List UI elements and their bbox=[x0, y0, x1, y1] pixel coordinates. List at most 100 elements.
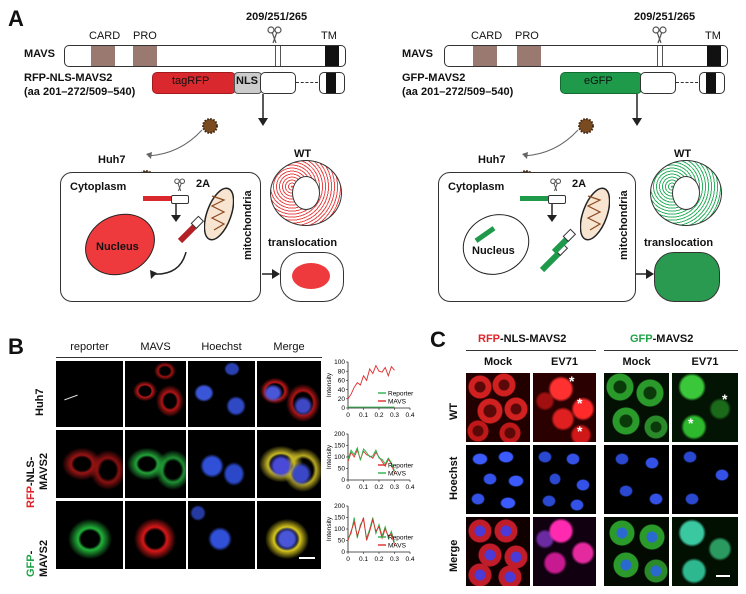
micrograph-rfp-mavs bbox=[125, 430, 186, 498]
micrograph-huh7-reporter bbox=[56, 361, 123, 427]
y-tick-label: 100 bbox=[334, 359, 345, 366]
card-domain bbox=[91, 46, 115, 66]
x-tick-label: 0.2 bbox=[374, 556, 383, 563]
row-label-huh7: Huh7 bbox=[34, 388, 46, 417]
panel-label-b: B bbox=[8, 334, 24, 359]
arrow-down-icon bbox=[547, 204, 557, 222]
series-line-mavs bbox=[347, 446, 395, 471]
micrograph-rfp-merge bbox=[257, 430, 321, 498]
arrow-down-icon bbox=[632, 94, 642, 126]
row-label-merge: Merge bbox=[448, 539, 460, 572]
col-header-ev71-gfp: EV71 bbox=[691, 356, 719, 368]
cleavage-site-lines bbox=[657, 46, 663, 66]
y-tick-label: 200 bbox=[334, 431, 345, 438]
micrograph-gfp-ev71-hoechst bbox=[672, 445, 738, 514]
col-header-mock-rfp: Mock bbox=[483, 356, 513, 368]
panel-a-left: CARD PRO 209/251/265 TM MAVS RFP-NLS-MAV… bbox=[0, 0, 373, 330]
cleavage-site-label: 209/251/265 bbox=[634, 11, 696, 23]
curved-arrow-icon bbox=[150, 251, 187, 279]
series-line-mavs bbox=[347, 364, 395, 400]
cell-line-label: Huh7 bbox=[478, 154, 506, 166]
wt-label: WT bbox=[294, 148, 312, 160]
y-tick-label: 40 bbox=[338, 387, 346, 394]
row-label-gfp-mavs2: GFP- bbox=[25, 550, 37, 577]
nucleus-label: Nucleus bbox=[472, 245, 515, 257]
asterisk-marker: * bbox=[577, 395, 583, 411]
pro-domain-label: PRO bbox=[133, 30, 157, 42]
y-tick-label: 100 bbox=[334, 454, 345, 461]
asterisk-marker: * bbox=[569, 373, 575, 389]
cleave-label: 2A bbox=[196, 178, 211, 190]
card-domain-label: CARD bbox=[89, 30, 121, 42]
y-tick-label: 150 bbox=[334, 515, 345, 522]
tm-domain bbox=[325, 46, 339, 66]
col-header-ev71-rfp: EV71 bbox=[551, 356, 578, 368]
micrograph-gfp-mock-hoechst bbox=[604, 445, 669, 514]
pro-domain-label: PRO bbox=[515, 30, 539, 42]
arrow-right-icon bbox=[636, 269, 654, 279]
dashed-linker bbox=[676, 82, 698, 83]
tm-block bbox=[319, 72, 345, 94]
micrograph-gfp-ev71-wt: * * bbox=[672, 373, 738, 442]
fp-label: tagRFP bbox=[172, 75, 210, 87]
arrow-down-icon bbox=[171, 204, 181, 222]
panel-label-c: C bbox=[430, 327, 446, 352]
col-header-reporter: reporter bbox=[70, 341, 109, 353]
mavs-bar bbox=[64, 45, 346, 67]
micrograph-gfp-ev71-merge bbox=[672, 517, 738, 586]
x-tick-label: 0.3 bbox=[390, 484, 399, 491]
curved-arrow-icon bbox=[522, 129, 579, 159]
construct-tail bbox=[171, 195, 189, 204]
card-domain bbox=[473, 46, 497, 66]
row-label-wt: WT bbox=[448, 402, 460, 420]
released-fragment bbox=[539, 228, 577, 273]
scale-bar bbox=[716, 575, 730, 577]
tm-domain-label: TM bbox=[321, 30, 337, 42]
linker-block bbox=[640, 72, 676, 94]
cell-line-label: Huh7 bbox=[98, 154, 126, 166]
wt-cell-nucleus bbox=[672, 176, 700, 210]
micrograph-rfp-ev71-wt: * * * bbox=[533, 373, 596, 442]
col-header-hoechst: Hoechst bbox=[201, 341, 242, 353]
series-line-reporter bbox=[347, 448, 395, 474]
wt-cell-nucleus bbox=[292, 176, 320, 210]
legend-label: MAVS bbox=[388, 398, 407, 405]
tm-domain bbox=[707, 46, 721, 66]
scissors-icon bbox=[550, 178, 562, 192]
legend-label: Reporter bbox=[388, 534, 414, 541]
y-tick-label: 150 bbox=[334, 443, 345, 450]
curved-arrow-icon bbox=[146, 129, 203, 159]
nls-label: NLS bbox=[236, 75, 258, 87]
micrograph-rfp-ev71-merge bbox=[533, 517, 596, 586]
micrograph-huh7-hoechst bbox=[188, 361, 255, 427]
x-tick-label: 0.2 bbox=[374, 484, 383, 491]
legend-label: MAVS bbox=[388, 542, 407, 549]
group-divider-gfp bbox=[604, 350, 738, 351]
translocation-label: translocation bbox=[644, 237, 714, 249]
arrow-right-icon bbox=[262, 269, 280, 279]
legend-label: Reporter bbox=[388, 462, 414, 469]
released-fragment bbox=[177, 215, 205, 244]
y-axis-label: Intensity bbox=[326, 372, 333, 397]
cleave-label: 2A bbox=[572, 178, 587, 190]
wt-label: WT bbox=[674, 148, 692, 160]
micrograph-huh7-mavs bbox=[125, 361, 186, 427]
y-tick-label: 50 bbox=[338, 466, 346, 473]
y-tick-label: 200 bbox=[334, 503, 345, 510]
y-axis-label: Intensity bbox=[326, 516, 333, 541]
micrograph-huh7-merge bbox=[257, 361, 321, 427]
x-tick-label: 0.1 bbox=[359, 556, 368, 563]
dashed-linker bbox=[296, 82, 318, 83]
row-label-hoechst: Hoechst bbox=[448, 456, 460, 500]
x-tick-label: 0.3 bbox=[390, 412, 399, 419]
translocation-label: translocation bbox=[268, 237, 338, 249]
construct-name: RFP-NLS-MAVS2 bbox=[24, 72, 113, 84]
construct-in-cell bbox=[143, 196, 171, 201]
y-axis-label: Intensity bbox=[326, 444, 333, 469]
cleavage-site-lines bbox=[275, 46, 281, 66]
construct-in-cell bbox=[520, 196, 548, 201]
y-tick-label: 20 bbox=[338, 396, 346, 403]
x-tick-label: 0.1 bbox=[359, 412, 368, 419]
virus-icon bbox=[578, 118, 594, 134]
construct-range: (aa 201–272/509–540) bbox=[402, 86, 514, 98]
